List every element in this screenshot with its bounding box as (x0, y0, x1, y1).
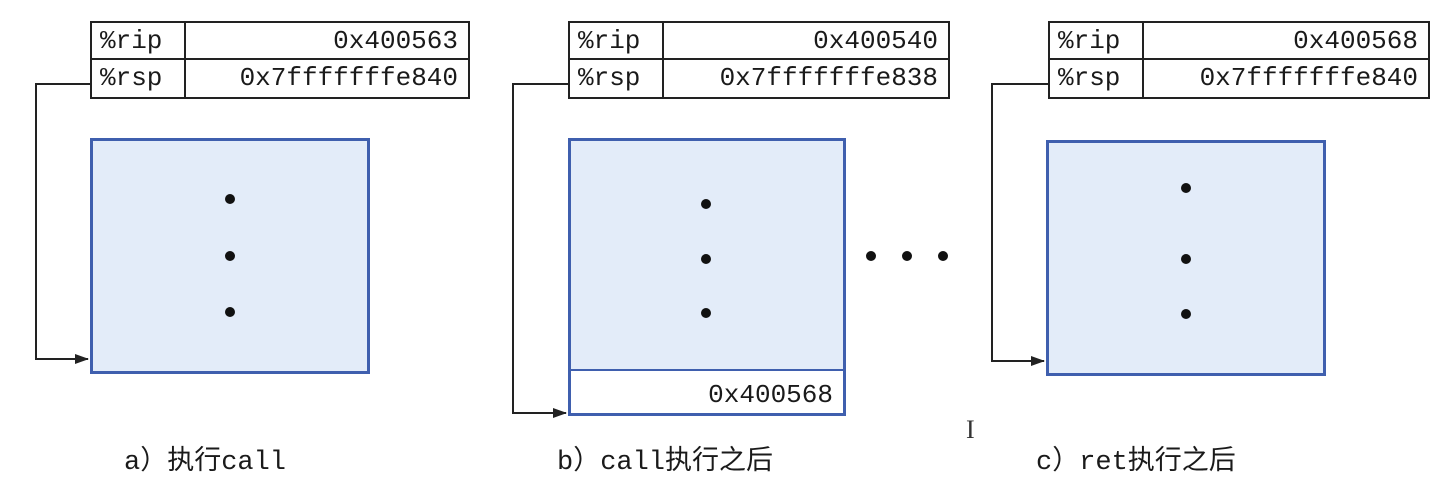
panel-b: %rip 0x400540 %rsp 0x7fffffffe838 0x4005… (0, 0, 950, 490)
register-table-b: %rip 0x400540 %rsp 0x7fffffffe838 (568, 21, 950, 99)
panel-a: %rip 0x400563 %rsp 0x7fffffffe840 a）执行ca… (0, 0, 470, 490)
ellipsis-dot (701, 199, 711, 209)
rip-value: 0x400563 (186, 23, 468, 60)
rsp-label: %rsp (1050, 60, 1144, 97)
rip-label: %rip (570, 23, 664, 60)
register-table-a: %rip 0x400563 %rsp 0x7fffffffe840 (90, 21, 470, 99)
ellipsis-dot (1181, 254, 1191, 264)
ellipsis-dot (902, 251, 912, 261)
caption-a: a）执行call (124, 448, 287, 478)
rip-value: 0x400568 (1144, 23, 1428, 60)
rsp-arrow-a (35, 83, 90, 364)
ellipsis-dot (1181, 183, 1191, 193)
rsp-arrow-c (991, 83, 1048, 366)
text-cursor-icon: I (966, 415, 975, 444)
stack-frame-b (568, 138, 846, 372)
ellipsis-dot (701, 254, 711, 264)
pushed-return-address: 0x400568 (568, 371, 846, 416)
ellipsis-dot (1181, 309, 1191, 319)
rsp-arrow-b (512, 83, 568, 418)
rsp-value: 0x7fffffffe840 (1199, 63, 1418, 93)
rip-label: %rip (92, 23, 186, 60)
ellipsis-dot (866, 251, 876, 261)
ellipsis-dot (225, 194, 235, 204)
ellipsis-dot (225, 251, 235, 261)
caption-b: b）call执行之后 (557, 448, 774, 478)
rsp-value: 0x7fffffffe840 (239, 63, 458, 93)
stack-frame-a (90, 138, 370, 374)
ellipsis-dot (225, 307, 235, 317)
rsp-label: %rsp (92, 60, 186, 97)
stack-frame-c (1046, 140, 1326, 376)
rsp-value: 0x7fffffffe838 (719, 63, 938, 93)
rip-value: 0x400540 (664, 23, 948, 60)
rsp-label: %rsp (570, 60, 664, 97)
ellipsis-dot (701, 308, 711, 318)
ellipsis-dot (938, 251, 948, 261)
caption-c: c）ret执行之后 (1036, 448, 1236, 478)
rip-label: %rip (1050, 23, 1144, 60)
register-table-c: %rip 0x400568 %rsp 0x7fffffffe840 (1048, 21, 1430, 99)
